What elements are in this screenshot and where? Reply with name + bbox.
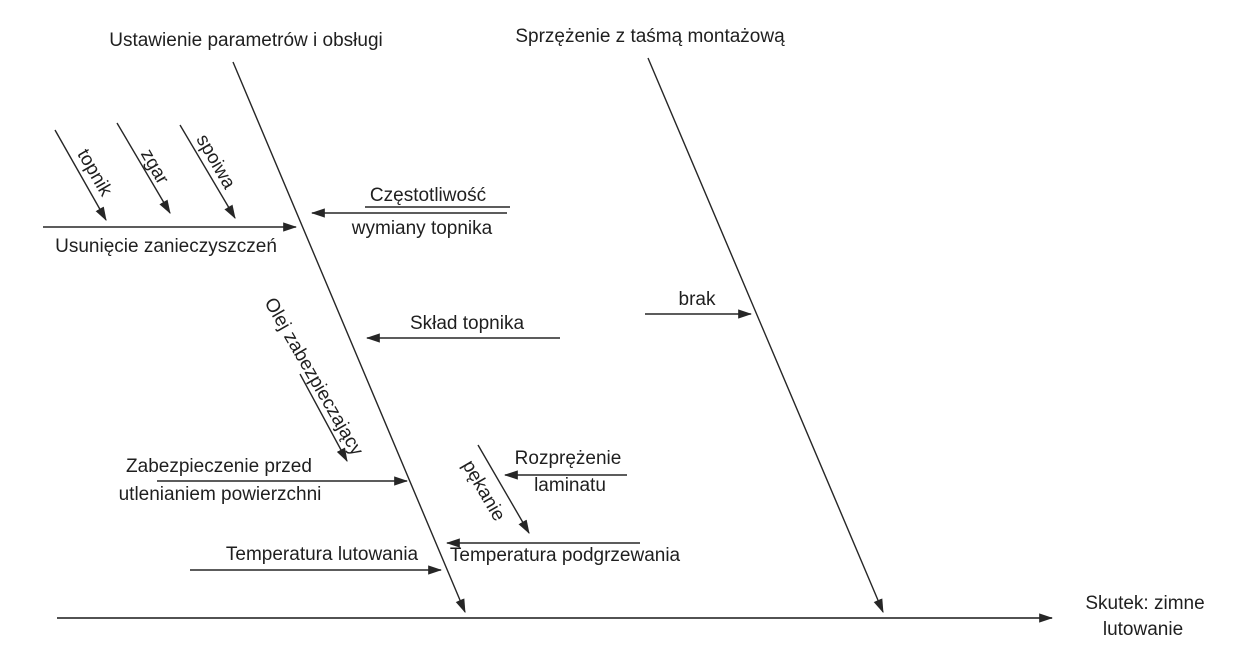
czestotliwosc-label-line2: wymiany topnika — [351, 218, 493, 240]
czestotliwosc-label-line1: Częstotliwość — [369, 185, 487, 207]
olej-arrow — [299, 373, 348, 463]
branch1-line — [232, 61, 466, 614]
rozprezenie-label-line2: laminatu — [534, 475, 606, 497]
topnik-arrow — [54, 129, 107, 222]
sklad-label: Skład topnika — [409, 313, 525, 335]
rozprezenie-label-line1: Rozprężenie — [514, 448, 622, 470]
zabezpieczenie-label-line2: utlenianiem powierzchni — [118, 484, 322, 506]
usuniecie-label: Usunięcie zanieczyszczeń — [55, 236, 277, 258]
branch2-line — [647, 57, 884, 614]
brak-label: brak — [678, 289, 716, 311]
zabezpieczenie-label-line1: Zabezpieczenie przed — [126, 456, 312, 478]
zgar-arrow — [116, 122, 171, 215]
branch2-title: Sprzężenie z taśmą montażową — [515, 26, 785, 48]
pekanie-arrow — [477, 444, 530, 535]
temperatura-lutowania-label: Temperatura lutowania — [225, 544, 419, 566]
temperatura-podgrzewania-label: Temperatura podgrzewania — [449, 545, 681, 567]
branch1-title: Ustawienie parametrów i obsługi — [109, 30, 383, 52]
effect-label-line2: lutowanie — [1102, 619, 1184, 641]
effect-label-line1: Skutek: zimne — [1085, 593, 1205, 615]
spoiwa-arrow — [179, 124, 236, 220]
